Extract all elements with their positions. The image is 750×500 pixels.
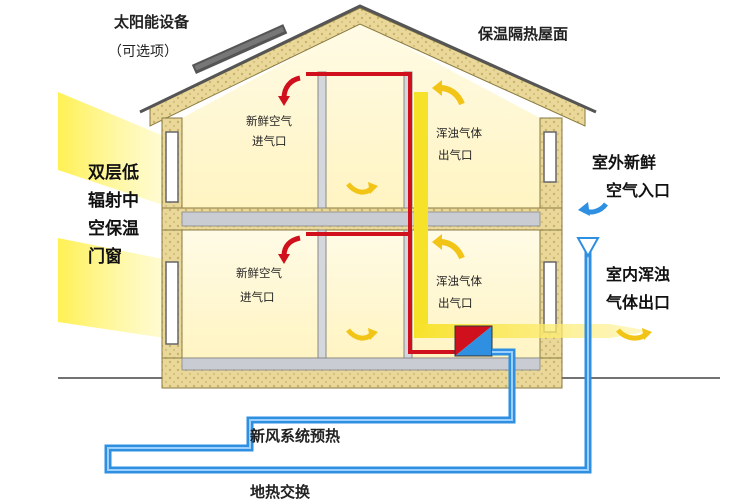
- heat-exchanger-unit: [454, 325, 493, 357]
- window-label-line4: 门窗: [88, 247, 122, 267]
- room-flow-arrow-upper: [346, 182, 378, 195]
- stale-air-arrow-lower: [432, 234, 465, 260]
- stale-air-arrow-upper: [432, 80, 465, 106]
- fresh-air-arrow-lower: [278, 235, 301, 264]
- stale-air-outlet-lower-line2: 出气口: [438, 296, 473, 310]
- solar-equipment-label: 太阳能设备: [114, 13, 190, 31]
- interior-column-left: [317, 71, 327, 209]
- roof-edge: [139, 4, 597, 114]
- sunlight-beam-lower: [58, 238, 178, 340]
- fresh-air-duct: [306, 72, 455, 354]
- outdoor-inlet-cap: [576, 237, 600, 259]
- lower-right-window: [543, 261, 557, 333]
- indoor-exhaust-label-line2: 气体出口: [606, 293, 671, 312]
- roof-insulation: [149, 7, 586, 127]
- stale-air-outlet-lower-line1: 浑浊气体: [436, 274, 482, 288]
- stale-air-outlet-upper-line2: 出气口: [438, 148, 473, 162]
- outdoor-fresh-air-label-line2: 空气入口: [606, 181, 671, 200]
- fresh-air-inlet-lower-line1: 新鲜空气: [236, 266, 282, 280]
- outdoor-air-arrow: [578, 202, 608, 216]
- stale-air-outlet-upper-line1: 浑浊气体: [436, 126, 482, 140]
- room-flow-arrow-lower: [346, 328, 378, 341]
- fresh-air-inlet-upper-line1: 新鲜空气: [246, 114, 292, 128]
- exhaust-out-arrow: [616, 328, 652, 341]
- window-label-line3: 空保温: [88, 219, 139, 239]
- outdoor-fresh-air-label-line1: 室外新鲜: [592, 153, 657, 172]
- fresh-air-inlet-upper-line2: 进气口: [252, 134, 287, 148]
- lower-left-window: [165, 261, 179, 345]
- fresh-air-preheat-label: 新风系统预热: [250, 427, 341, 445]
- solar-optional-label: （可选项）: [108, 44, 178, 60]
- window-label-line2: 辐射中: [88, 191, 139, 211]
- sunlight-beam-upper: [58, 92, 178, 210]
- indoor-exhaust-label-line1: 室内浑浊: [606, 265, 671, 284]
- upper-room-interior: [182, 22, 540, 208]
- window-label-line1: 双层低: [88, 163, 139, 183]
- insulated-roof-label: 保温隔热屋面: [478, 25, 569, 43]
- fresh-air-arrow-upper: [278, 75, 301, 106]
- fresh-air-inlet-lower-line2: 进气口: [240, 290, 275, 304]
- solar-panel: [191, 24, 288, 74]
- upper-right-window: [543, 131, 557, 183]
- upper-left-window: [165, 131, 179, 203]
- exhaust-flow-horizontal: [414, 324, 650, 338]
- geothermal-exchange-label: 地热交换: [250, 483, 311, 500]
- exhaust-flow-vertical: [414, 92, 428, 332]
